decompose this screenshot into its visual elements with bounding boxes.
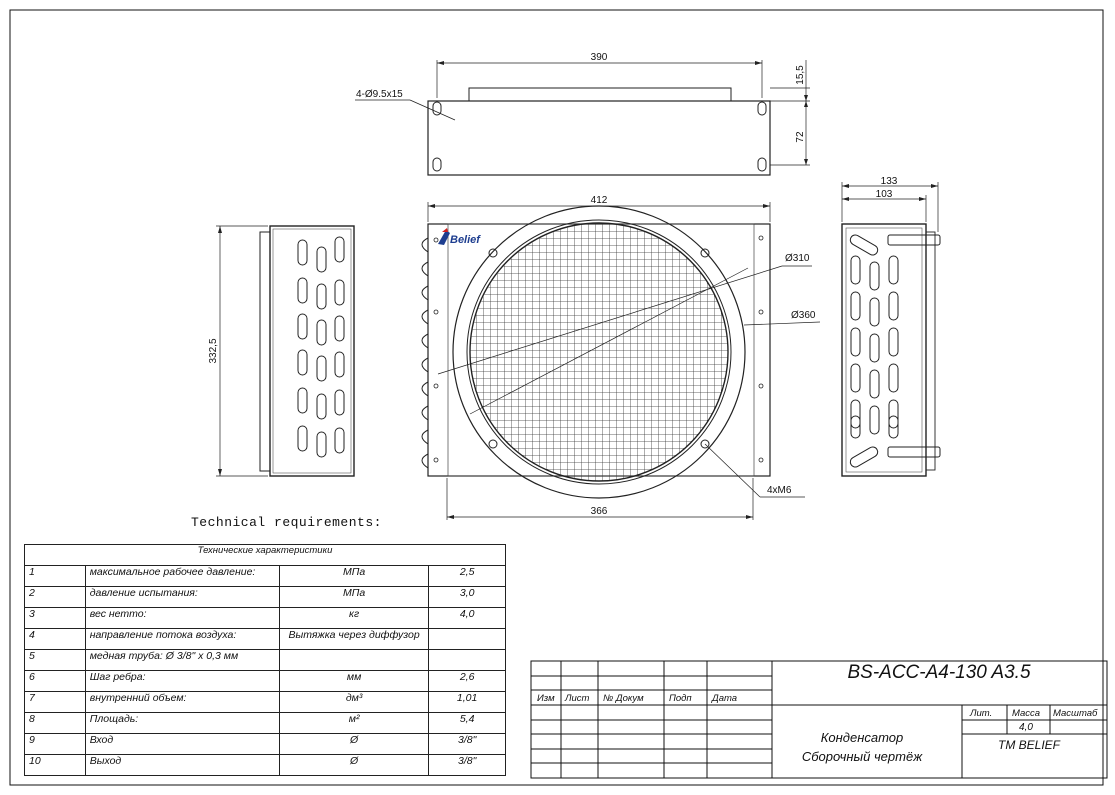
side-view: 133 103 (841, 176, 941, 477)
row-number: 1 (24, 565, 86, 587)
mass-value: 4,0 (1019, 722, 1033, 733)
row-number: 5 (24, 649, 86, 671)
top-view: 390 4-Ø9.5x15 15,5 72 (355, 52, 810, 176)
row-name: медная труба: Ø 3/8" x 0,3 мм (84, 649, 280, 671)
coil-bends (421, 237, 429, 469)
company-name: TM BELIEF (998, 738, 1061, 752)
row-number: 6 (24, 670, 86, 692)
table-row: 8 Площадь: м² 5,4 (24, 712, 506, 734)
row-number: 10 (24, 754, 86, 776)
front-view: Ø310 Ø360 4xM6 412 366 Belief (421, 195, 821, 520)
dim-top-width: 390 (591, 52, 608, 63)
row-unit (278, 649, 430, 671)
row-number: 8 (24, 712, 86, 734)
tech-requirements-heading: Technical requirements: (191, 515, 382, 530)
row-value: 5,4 (428, 712, 506, 734)
dim-left-height: 332,5 (208, 338, 219, 363)
row-value: 3/8" (428, 754, 506, 776)
title-block-frame (530, 660, 1108, 779)
table-row: 5 медная труба: Ø 3/8" x 0,3 мм (24, 649, 506, 671)
drawing-name: Конденсатор Сборочный чертёж (772, 728, 952, 766)
row-value: 2,5 (428, 565, 506, 587)
table-row: 10 Выход Ø 3/8" (24, 754, 506, 776)
row-value: 2,6 (428, 670, 506, 692)
row-value (428, 649, 506, 671)
row-name: Вход (84, 733, 280, 755)
row-unit: МПа (278, 586, 430, 608)
drawing-name-line1: Конденсатор (820, 730, 904, 745)
dim-fan-d2: Ø360 (791, 310, 816, 321)
tech-specs-table: Технические характеристики 1 максимально… (24, 544, 506, 776)
pipe-connection (887, 234, 941, 458)
row-name: Шаг ребра: (84, 670, 280, 692)
dim-hole-spec: 4-Ø9.5x15 (356, 89, 403, 100)
table-row: 4 направление потока воздуха: Вытяжка че… (24, 628, 506, 650)
dim-side-depth: 103 (876, 189, 893, 200)
row-number: 4 (24, 628, 86, 650)
row-number: 3 (24, 607, 86, 629)
dim-fan-d1: Ø310 (785, 253, 810, 264)
table-row: 3 вес нетто: кг 4,0 (24, 607, 506, 629)
table-row: 2 давление испытания: МПа 3,0 (24, 586, 506, 608)
tube-bends (849, 234, 899, 468)
row-name: максимальное рабочее давление: (84, 565, 280, 587)
mount-hole (488, 248, 710, 449)
row-value: 3/8" (428, 733, 506, 755)
drawing-name-line2: Сборочный чертёж (801, 749, 923, 764)
dim-top-offset: 15,5 (795, 65, 806, 85)
row-value: 1,01 (428, 691, 506, 713)
dim-side-total: 133 (881, 176, 898, 187)
table-row: 1 максимальное рабочее давление: МПа 2,5 (24, 565, 506, 587)
dim-hole-spacing: 72 (795, 131, 806, 143)
col-date-label: Дата (712, 693, 738, 704)
row-name: вес нетто: (84, 607, 280, 629)
row-number: 7 (24, 691, 86, 713)
row-unit: Ø (278, 733, 430, 755)
row-unit: мм (278, 670, 430, 692)
row-name: давление испытания: (84, 586, 280, 608)
row-unit: Ø (278, 754, 430, 776)
row-value: 3,0 (428, 586, 506, 608)
left-view: 332,5 (208, 225, 355, 477)
svg-text:Belief: Belief (450, 234, 481, 246)
col-doc-label: № Докум (603, 693, 644, 704)
row-value: 4,0 (428, 607, 506, 629)
dim-front-width: 412 (591, 195, 608, 206)
row-name: направление потока воздуха: (84, 628, 280, 650)
row-name: внутренний объем: (84, 691, 280, 713)
belief-logo: Belief (438, 228, 481, 246)
row-unit: кг (278, 607, 430, 629)
col-izm-label: Изм (537, 693, 555, 704)
dim-mount-holes: 4xM6 (767, 485, 792, 496)
scale-label: Масштаб (1053, 708, 1098, 719)
dim-front-bottom: 366 (591, 506, 608, 517)
slot-hole (432, 101, 767, 172)
table-row: 7 внутренний объем: дм³ 1,01 (24, 691, 506, 713)
louver-slots (297, 236, 345, 458)
col-podp-label: Подп (669, 693, 692, 704)
row-unit: Вытяжка через диффузор (278, 628, 430, 650)
table-row: 9 Вход Ø 3/8" (24, 733, 506, 755)
row-unit: дм³ (278, 691, 430, 713)
drawing-designation: BS-ACC-A4-130 A3.5 (847, 662, 1031, 683)
col-list-label: Лист (565, 693, 590, 704)
row-name: Площадь: (84, 712, 280, 734)
row-number: 2 (24, 586, 86, 608)
tech-table-caption: Технические характеристики (24, 544, 506, 566)
table-row: 6 Шаг ребра: мм 2,6 (24, 670, 506, 692)
sheet-border (9, 9, 1104, 786)
lit-label: Лит. (970, 708, 993, 719)
row-unit: м² (278, 712, 430, 734)
row-value (428, 628, 506, 650)
row-unit: МПа (278, 565, 430, 587)
row-number: 9 (24, 733, 86, 755)
row-name: Выход (84, 754, 280, 776)
mass-label: Масса (1012, 708, 1041, 719)
